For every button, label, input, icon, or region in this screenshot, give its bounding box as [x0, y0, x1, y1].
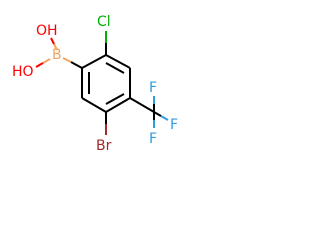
bond-cf3-f-right-carbon [153, 111, 162, 117]
substituent-bonds [35, 31, 169, 135]
bond-b-oh-top-oxygen [50, 37, 55, 45]
atom-label-chlorine: Cl [97, 14, 111, 30]
bond-c4-cf3 [129, 97, 155, 113]
atom-label-fluorine-right: F [170, 117, 178, 133]
bond-c1-b-boron [62, 57, 72, 63]
ring-double-bond-c2-c3 [105, 62, 125, 74]
ring-double-bond-c4-c5 [105, 93, 125, 105]
ring-bond-c1-c2 [81, 54, 107, 69]
bond-b-oh-top-boron [53, 43, 58, 51]
atom-label-bromine: Br [96, 138, 112, 154]
atom-labels: OH HO B Cl Br F F F [12, 14, 178, 154]
ring-bond-c4-c5 [105, 97, 131, 113]
ring-bond-c5-c6 [81, 97, 107, 113]
atom-label-fluorine-bottom: F [149, 131, 157, 147]
benzene-ring [81, 54, 131, 113]
bond-cf3-f-right-fluorine [160, 115, 169, 121]
bond-b-ho-left-oxygen [35, 62, 44, 68]
ring-bond-c2-c3 [105, 54, 131, 69]
atom-label-ho-left: HO [12, 64, 34, 80]
atom-label-fluorine-top: F [149, 80, 157, 96]
structure-diagram: OH HO B Cl Br F F F [12, 14, 178, 154]
atom-label-boron: B [52, 47, 62, 63]
bond-c1-b-carbon [70, 61, 83, 69]
atom-label-oh-top: OH [36, 23, 58, 39]
bond-b-ho-left-boron [42, 58, 51, 64]
